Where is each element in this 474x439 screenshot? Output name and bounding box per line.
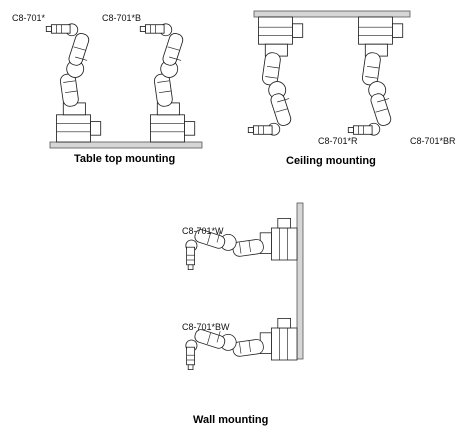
robot-table-b	[139, 23, 196, 143]
wall-surface	[296, 202, 304, 360]
robot-ceiling-r	[247, 16, 304, 136]
label-c8-701r: C8-701*R	[318, 136, 358, 146]
caption-table-top: Table top mounting	[74, 153, 176, 165]
robot-table-std	[45, 23, 102, 143]
label-c8-701: C8-701*	[12, 13, 46, 23]
caption-wall: Wall mounting	[193, 414, 269, 426]
label-c8-701b: C8-701*B	[102, 13, 142, 23]
ceiling-surface	[253, 10, 411, 18]
label-c8-701bw: C8-701*BW	[182, 322, 230, 332]
robot-ceiling-br	[347, 16, 404, 136]
table-surface	[49, 141, 203, 149]
label-c8-701w: C8-701*W	[182, 226, 224, 236]
caption-ceiling: Ceiling mounting	[286, 155, 376, 167]
label-c8-701br: C8-701*BR	[410, 136, 456, 146]
